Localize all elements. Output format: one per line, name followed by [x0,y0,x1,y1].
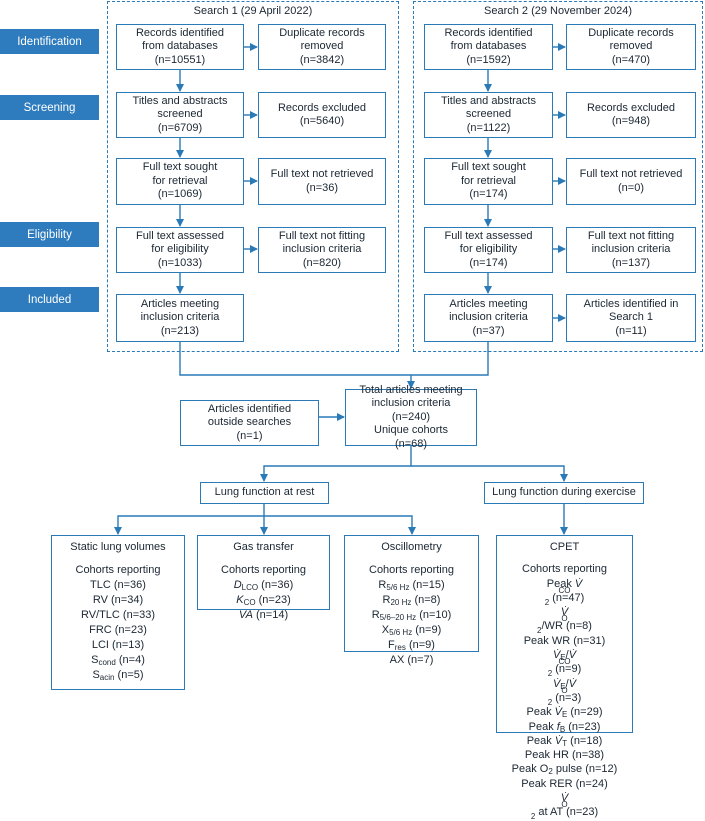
flow-connectors [114,43,568,535]
stage-identification: Identification [0,29,99,54]
stage-eligibility: Eligibility [0,222,99,247]
s1-fulltext-not-retrieved: Full text not retrieved(n=36) [258,158,386,205]
panel-title: Static lung volumes [70,541,166,553]
stage-included: Included [0,287,99,312]
search2-title: Search 2 (29 November 2024) [484,5,632,17]
search2-container [413,1,703,352]
s2-records-excluded: Records excluded(n=948) [566,92,696,138]
stage-screening: Screening [0,95,99,120]
s2-fulltext-not-retrieved: Full text not retrieved(n=0) [566,158,696,205]
search1-container [107,1,399,352]
search1-title: Search 1 (29 April 2022) [193,5,313,17]
panel-title: Gas transfer [233,541,294,553]
panel-static-lung-volumes: Static lung volumes Cohorts reporting TL… [51,535,185,690]
panel-title: Oscillometry [381,541,442,553]
panel-gas-transfer: Gas transfer Cohorts reporting DLCO (n=3… [197,535,330,621]
panel-oscillometry: Oscillometry Cohorts reporting R5/6 Hz (… [344,535,479,666]
lung-function-rest: Lung function at rest [200,482,329,504]
panel-title: CPET [549,541,580,553]
lung-function-exercise: Lung function during exercise [484,482,644,504]
s1-records-excluded: Records excluded(n=5640) [258,92,386,138]
